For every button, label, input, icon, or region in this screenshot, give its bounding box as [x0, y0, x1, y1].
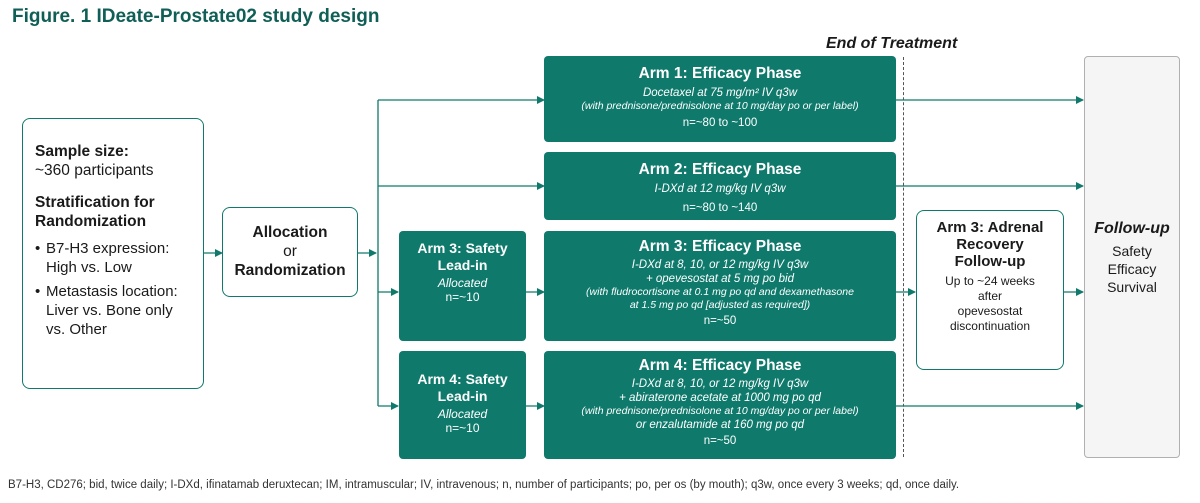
figure-title: Figure. 1 IDeate-Prostate02 study design: [12, 6, 380, 27]
arm2-efficacy-box: Arm 2: Efficacy Phase I-DXd at 12 mg/kg …: [544, 152, 896, 220]
arm1-regimen: Docetaxel at 75 mg/m² IV q3w: [642, 87, 798, 99]
arm4-leadin-allocated: Allocated: [437, 407, 488, 421]
arm4-leadin-n: n=~10: [445, 421, 480, 435]
arm4-regimen-combo: + abiraterone acetate at 1000 mg po qd: [619, 392, 821, 404]
allocation-label: Allocation: [252, 224, 328, 241]
arm3-leadin-allocated: Allocated: [437, 276, 488, 290]
stratification-label: Stratification for Randomization: [35, 194, 155, 230]
arm3-n: n=~50: [703, 315, 737, 327]
arm4-regimen-note: (with prednisone/prednisolone at 10 mg/d…: [581, 405, 859, 417]
arm4-efficacy-box: Arm 4: Efficacy Phase I-DXd at 8, 10, or…: [544, 351, 896, 459]
arm4-title: Arm 4: Efficacy Phase: [638, 357, 802, 374]
arm2-title: Arm 2: Efficacy Phase: [638, 161, 802, 178]
bullet-icon: •: [35, 240, 41, 257]
followup-title: Follow-up: [1094, 220, 1170, 237]
followup-survival: Survival: [1107, 279, 1157, 295]
bullet-icon: •: [35, 283, 41, 300]
end-of-treatment-divider: [903, 57, 904, 457]
arm2-regimen: I-DXd at 12 mg/kg IV q3w: [654, 183, 786, 195]
arm4-regimen: I-DXd at 8, 10, or 12 mg/kg IV q3w: [631, 378, 809, 390]
sample-size-label: Sample size:: [35, 143, 129, 160]
followup-safety: Safety: [1112, 243, 1152, 259]
adrenal-discontinuation: discontinuation: [949, 319, 1031, 333]
randomization-label: Randomization: [234, 262, 346, 279]
allocation-box: Allocation or Randomization: [222, 207, 358, 297]
arm4-safety-leadin-box: Arm 4: Safety Lead-in Allocated n=~10: [399, 351, 526, 459]
abbreviations-footnote: B7-H3, CD276; bid, twice daily; I-DXd, i…: [8, 479, 960, 491]
arm3-regimen: I-DXd at 8, 10, or 12 mg/kg IV q3w: [631, 259, 809, 271]
population-box: Sample size: ~360 participants Stratific…: [22, 118, 204, 389]
followup-box: Follow-up Safety Efficacy Survival: [1084, 56, 1180, 458]
adrenal-after: after: [977, 289, 1002, 303]
arm4-leadin-title: Arm 4: Safety Lead-in: [417, 371, 508, 404]
bullet-text: Metastasis location: Liver vs. Bone only…: [46, 283, 178, 338]
arm3-regimen-note-cont: at 1.5 mg po qd [adjusted as required]): [629, 299, 811, 311]
followup-efficacy: Efficacy: [1107, 261, 1157, 277]
adrenal-duration: Up to ~24 weeks: [945, 274, 1035, 288]
arm4-regimen-alt: or enzalutamide at 160 mg po qd: [635, 419, 805, 431]
arm1-efficacy-box: Arm 1: Efficacy Phase Docetaxel at 75 mg…: [544, 56, 896, 142]
sample-size-value: ~360 participants: [35, 162, 154, 179]
stratification-bullet: • B7-H3 expression: High vs. Low: [35, 239, 195, 277]
arm3-leadin-n: n=~10: [445, 290, 480, 304]
adrenal-title: Arm 3: Adrenal Recovery Follow-up: [936, 219, 1044, 270]
arm3-regimen-combo: + opevesostat at 5 mg po bid: [645, 273, 794, 285]
adrenal-recovery-box: Arm 3: Adrenal Recovery Follow-up Up to …: [916, 210, 1064, 370]
end-of-treatment-label: End of Treatment: [826, 35, 958, 52]
arm3-safety-leadin-box: Arm 3: Safety Lead-in Allocated n=~10: [399, 231, 526, 341]
arm4-n: n=~50: [703, 435, 737, 447]
arm3-regimen-note: (with fludrocortisone at 0.1 mg po qd an…: [586, 286, 854, 298]
arm3-leadin-title: Arm 3: Safety Lead-in: [417, 240, 508, 273]
arm3-title: Arm 3: Efficacy Phase: [638, 238, 802, 255]
arm3-efficacy-box: Arm 3: Efficacy Phase I-DXd at 8, 10, or…: [544, 231, 896, 341]
stratification-bullet: • Metastasis location: Liver vs. Bone on…: [35, 282, 195, 339]
bullet-text: B7-H3 expression: High vs. Low: [46, 240, 170, 276]
arm1-title: Arm 1: Efficacy Phase: [638, 65, 802, 82]
arm1-n: n=~80 to ~100: [682, 117, 758, 129]
adrenal-drug: opevesostat: [957, 304, 1023, 318]
arm2-n: n=~80 to ~140: [682, 202, 758, 214]
allocation-or-label: or: [283, 243, 297, 260]
arm1-regimen-note: (with prednisone/prednisolone at 10 mg/d…: [581, 100, 859, 112]
